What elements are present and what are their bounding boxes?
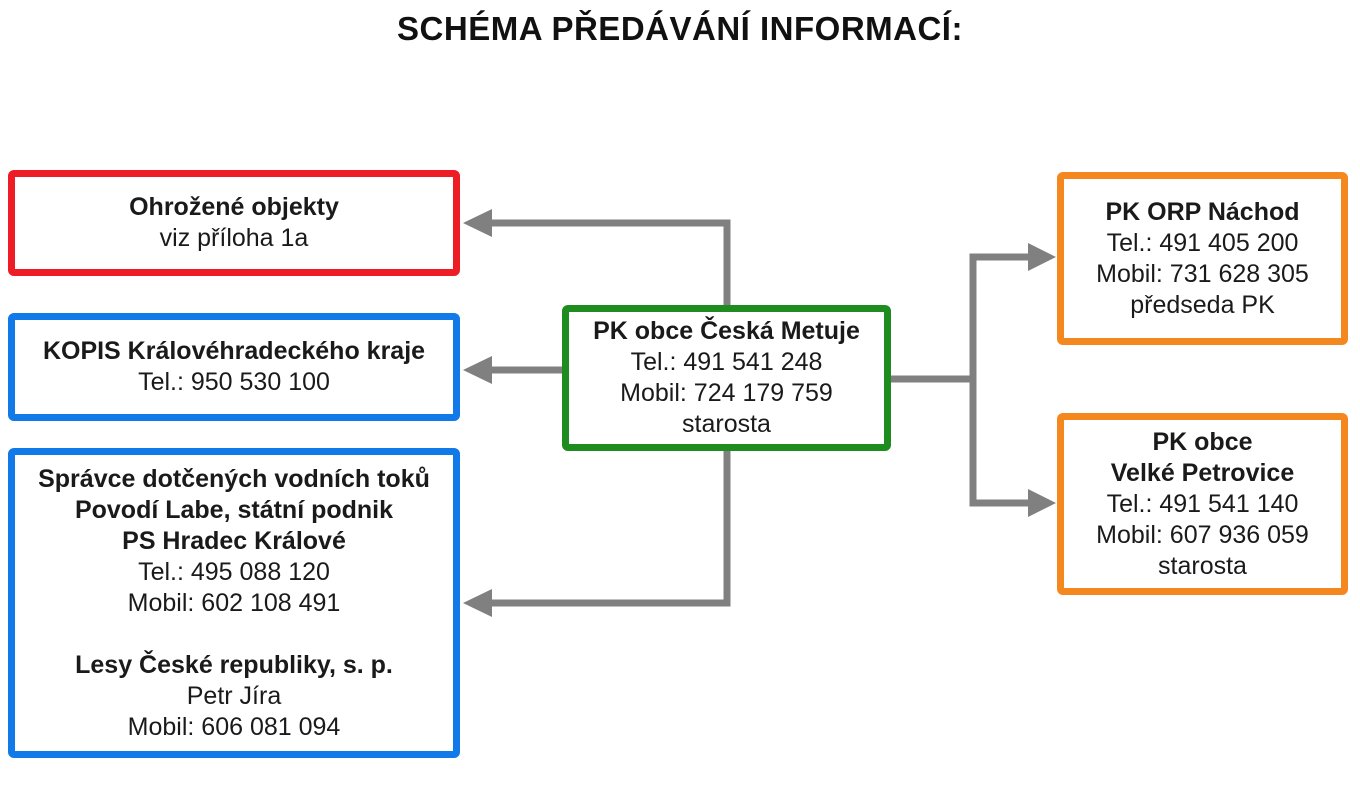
- diagram-title: SCHÉMA PŘEDÁVÁNÍ INFORMACÍ:: [397, 10, 963, 47]
- node-petrovice-title-2: Velké Petrovice: [1110, 458, 1295, 487]
- node-lesy-contact: Petr Jíra: [186, 681, 282, 710]
- node-spravce-phone: Tel.: 495 088 120: [138, 557, 330, 586]
- node-nachod-phone: Tel.: 491 405 200: [1106, 228, 1299, 257]
- arrowhead-to-pk-orp-nachod: [1028, 243, 1056, 271]
- node-pk-obce-velke-petrovice: PK obce Velké Petrovice Tel.: 491 541 14…: [1057, 413, 1348, 595]
- node-pk-obce-ceska-metuje: PK obce Česká Metuje Tel.: 491 541 248 M…: [562, 305, 891, 451]
- node-metuje-title: PK obce Česká Metuje: [593, 317, 860, 345]
- node-nachod-mobile: Mobil: 731 628 305: [1096, 259, 1309, 288]
- arrowhead-to-pk-velke-petrovice: [1028, 489, 1056, 517]
- node-pk-orp-nachod: PK ORP Náchod Tel.: 491 405 200 Mobil: 7…: [1057, 172, 1348, 345]
- arrowhead-to-ohrozene-objekty: [463, 209, 492, 237]
- node-lesy-mobile: Mobil: 606 081 094: [127, 712, 341, 741]
- node-spravce-branch: PS Hradec Králové: [122, 526, 346, 555]
- arrowhead-to-spravce: [463, 589, 492, 617]
- node-spravce-org: Povodí Labe, státní podnik: [74, 495, 394, 524]
- connector-to-pk-orp-nachod: [969, 253, 1028, 379]
- node-petrovice-title-1: PK obce: [1152, 427, 1253, 456]
- node-metuje-role: starosta: [682, 410, 771, 438]
- node-spravce-title: Správce dotčených vodních toků: [38, 464, 430, 493]
- node-ohrozene-objekty-title: Ohrožené objekty: [129, 193, 339, 221]
- node-kopis-title: KOPIS Královéhradeckého kraje: [42, 337, 426, 365]
- node-lesy-title: Lesy České republiky, s. p.: [75, 650, 393, 679]
- connector-to-spravce: [492, 449, 731, 607]
- node-nachod-title: PK ORP Náchod: [1105, 197, 1300, 226]
- node-petrovice-mobile: Mobil: 607 936 059: [1096, 520, 1309, 549]
- node-metuje-mobile: Mobil: 724 179 759: [620, 379, 833, 407]
- node-nachod-role: předseda PK: [1130, 290, 1275, 319]
- node-spravce-mobile: Mobil: 602 108 491: [127, 588, 341, 617]
- node-petrovice-role: starosta: [1158, 551, 1247, 580]
- arrowhead-to-kopis: [463, 356, 492, 384]
- node-petrovice-phone: Tel.: 491 541 140: [1106, 489, 1299, 518]
- node-spravce-vodnich-toku: Správce dotčených vodních toků Povodí La…: [8, 448, 460, 758]
- connector-to-pk-velke-petrovice: [969, 379, 1028, 507]
- node-kopis-phone: Tel.: 950 530 100: [138, 368, 330, 396]
- node-metuje-phone: Tel.: 491 541 248: [630, 348, 823, 376]
- node-ohrozene-objekty-note: viz příloha 1a: [159, 224, 309, 252]
- connector-to-ohrozene-objekty: [492, 219, 731, 307]
- node-ohrozene-objekty: Ohrožené objekty viz příloha 1a: [8, 170, 460, 276]
- node-spravce-spacer: [15, 619, 453, 650]
- node-kopis: KOPIS Královéhradeckého kraje Tel.: 950 …: [8, 313, 460, 421]
